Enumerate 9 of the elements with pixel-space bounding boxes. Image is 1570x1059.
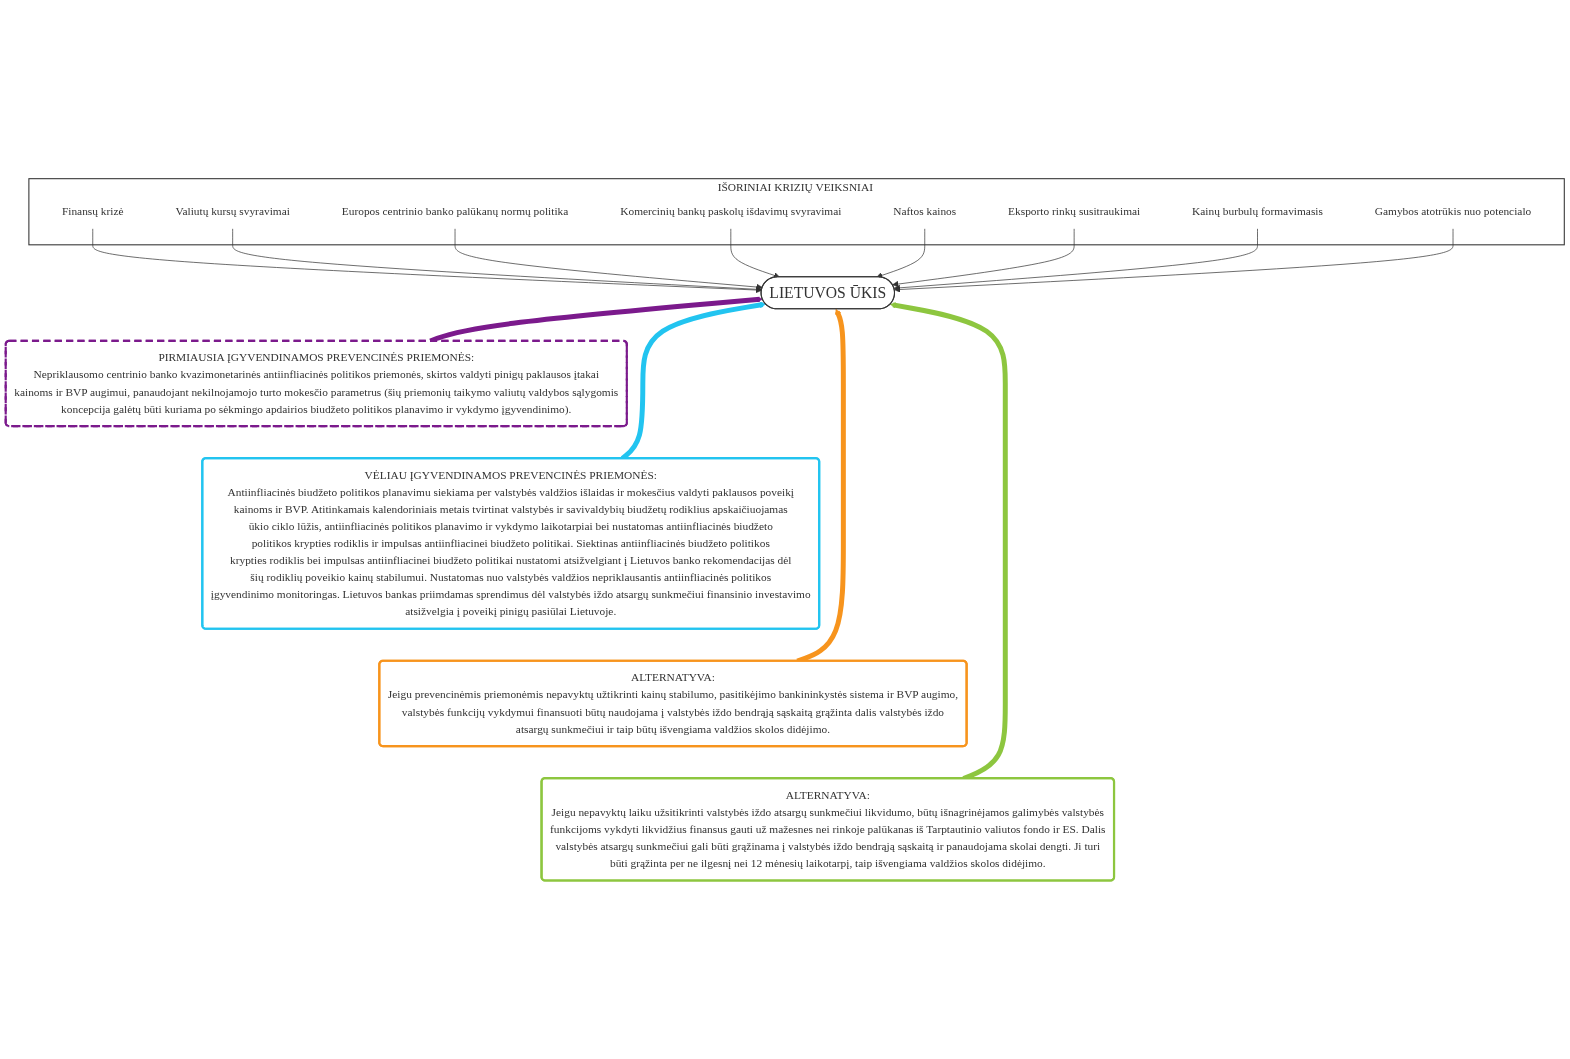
node-text: Finansų krizė	[61, 205, 124, 218]
node-text: Gamybos atotrūkis nuo potencialo	[1374, 205, 1532, 218]
node-text: Valiutų kursų svyravimai	[175, 205, 290, 218]
node-text: Naftos kainos	[893, 205, 957, 218]
node-text: Europos centrinio banko palūkanų normų politika	[341, 205, 569, 218]
node-text: Komercinių bankų paskolų išdavimų svyravimai	[620, 205, 842, 218]
arrow	[429, 296, 763, 344]
node-text: Kainų burbulų formavimasis	[1192, 205, 1323, 218]
node-text: Eksporto rinkų susitraukimai	[1008, 205, 1141, 218]
